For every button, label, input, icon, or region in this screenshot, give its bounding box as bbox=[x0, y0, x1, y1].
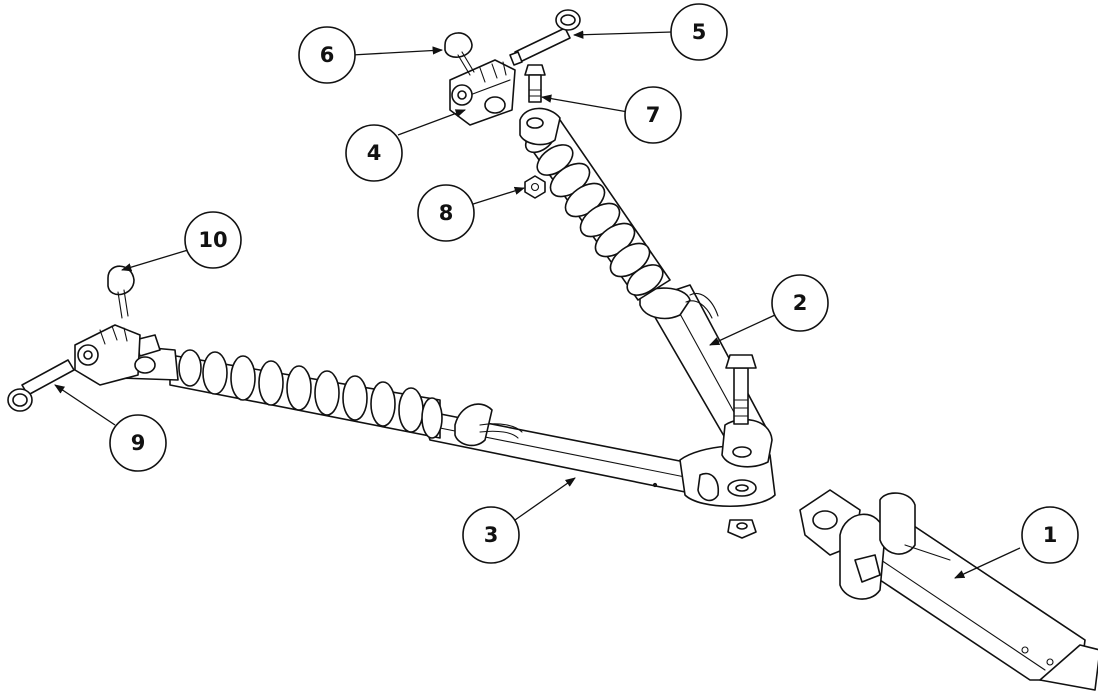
leader-3 bbox=[514, 477, 576, 521]
callout-8: 8 bbox=[417, 184, 475, 242]
callout-2: 2 bbox=[771, 274, 829, 332]
callout-6: 6 bbox=[298, 26, 356, 84]
lower-clevis-block bbox=[74, 324, 156, 386]
callout-1: 1 bbox=[1021, 506, 1079, 564]
callout-1-label: 1 bbox=[1043, 523, 1058, 547]
callout-9: 9 bbox=[109, 414, 167, 472]
callout-4-label: 4 bbox=[367, 141, 382, 165]
leader-9 bbox=[54, 384, 116, 426]
leader-4 bbox=[397, 109, 466, 136]
upper-lynch-pin bbox=[444, 32, 475, 76]
leader-2 bbox=[709, 314, 776, 346]
leader-10 bbox=[121, 249, 189, 272]
callout-2-label: 2 bbox=[793, 291, 808, 315]
callout-10-label: 10 bbox=[198, 228, 227, 252]
leader-8 bbox=[469, 186, 525, 206]
callout-8-label: 8 bbox=[439, 201, 454, 225]
upper-clevis-block bbox=[449, 59, 516, 126]
leader-1 bbox=[954, 547, 1021, 579]
lower-arm-assembly bbox=[119, 334, 701, 496]
upper-nut bbox=[524, 175, 546, 199]
callout-4: 4 bbox=[345, 124, 403, 182]
lower-lynch-pin bbox=[107, 265, 135, 319]
leader-lines bbox=[54, 30, 1021, 579]
callout-5-label: 5 bbox=[692, 20, 707, 44]
callout-6-label: 6 bbox=[320, 43, 335, 67]
leader-7 bbox=[540, 94, 629, 113]
callout-3: 3 bbox=[462, 506, 520, 564]
upper-arm-bellows bbox=[524, 119, 671, 301]
apex-joint bbox=[679, 354, 776, 539]
upper-bolt bbox=[524, 64, 546, 103]
callout-3-label: 3 bbox=[484, 523, 499, 547]
receiver-hitch-bar bbox=[799, 489, 1098, 691]
lower-arm-bellows bbox=[169, 349, 443, 439]
leader-6 bbox=[351, 46, 444, 56]
callout-9-label: 9 bbox=[131, 431, 146, 455]
lower-pin bbox=[7, 359, 75, 412]
leader-5 bbox=[572, 30, 673, 39]
callout-5: 5 bbox=[670, 3, 728, 61]
callout-7: 7 bbox=[624, 86, 682, 144]
upper-pin bbox=[509, 9, 581, 66]
callout-10: 10 bbox=[184, 211, 242, 269]
upper-arm-assembly bbox=[519, 107, 771, 456]
callout-7-label: 7 bbox=[646, 103, 661, 127]
